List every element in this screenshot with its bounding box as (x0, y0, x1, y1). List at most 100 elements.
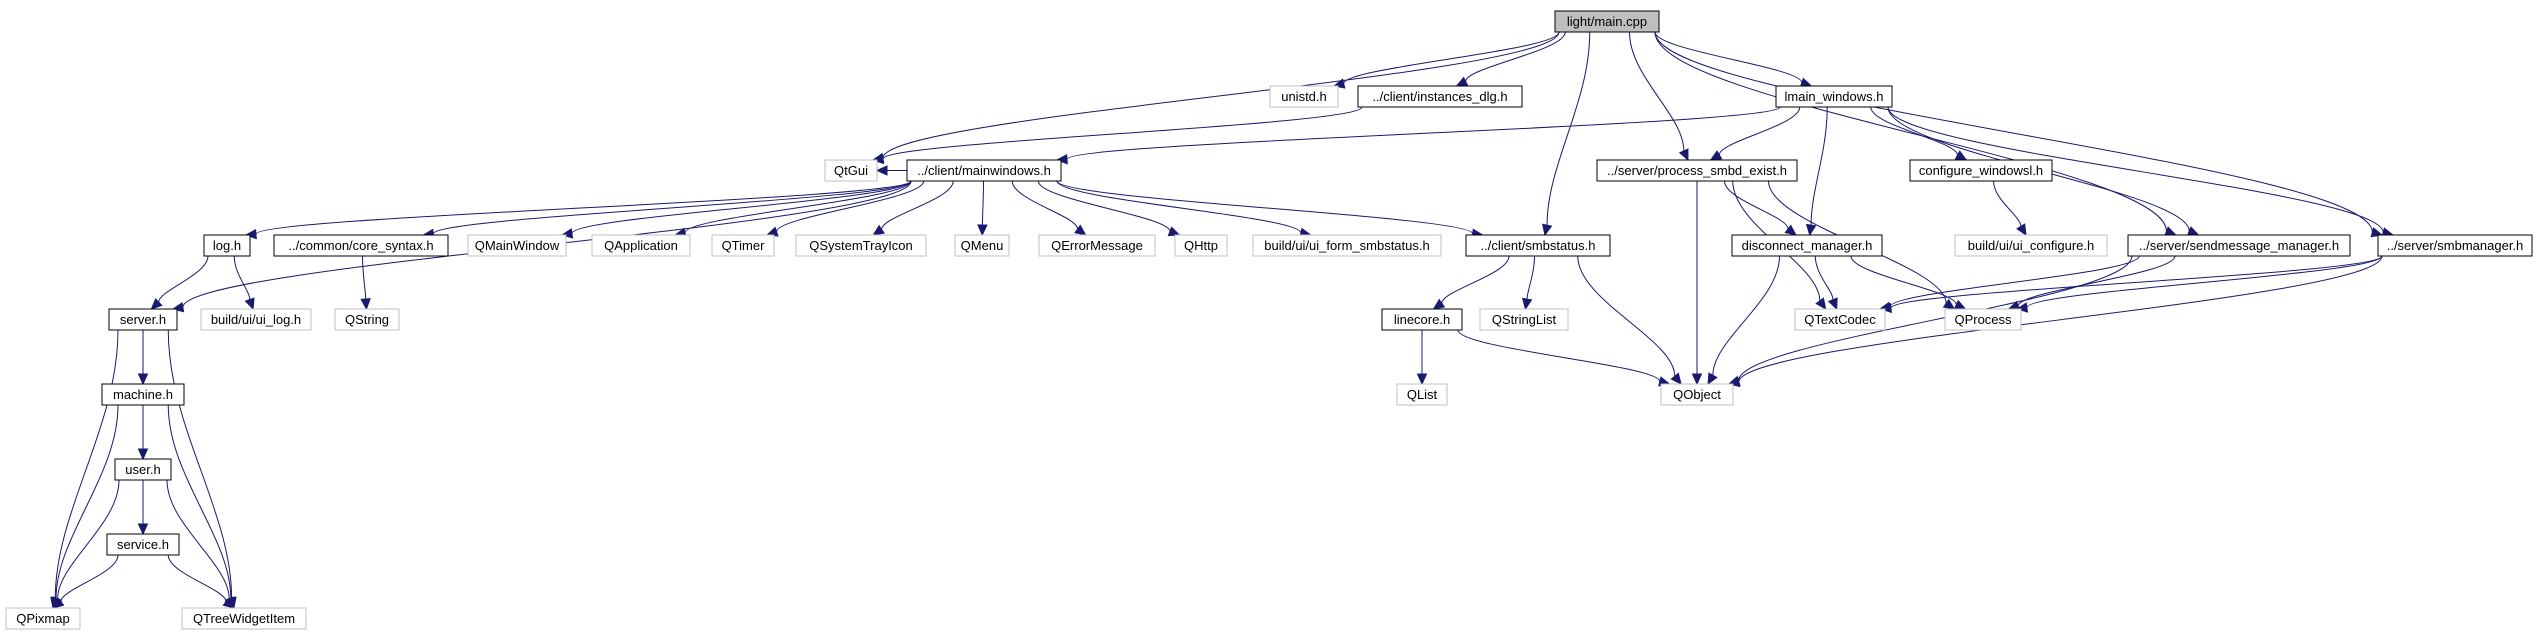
node-label: linecore.h (1394, 312, 1450, 327)
edge-lmain_windows-to-configure_windowsl (1870, 106, 1968, 161)
node-label: ../server/process_smbd_exist.h (1607, 163, 1787, 178)
node-label: disconnect_manager.h (1742, 238, 1873, 253)
edge-instances_dlg-to-qtgui (871, 106, 1363, 165)
node-ui-form-smbstatus[interactable]: build/ui/ui_form_smbstatus.h (1252, 234, 1442, 257)
node-label: server.h (120, 312, 166, 327)
node-qtimer[interactable]: QTimer (711, 234, 775, 257)
edge-log_h-to-ui_log (233, 255, 255, 311)
edge-log_h-to-server_h (150, 255, 209, 310)
node-service-h[interactable]: service.h (106, 533, 180, 556)
node-label: configure_windowsl.h (1919, 163, 2043, 178)
node-ui-log[interactable]: build/ui/ui_log.h (200, 308, 312, 331)
node-label: build/ui/ui_form_smbstatus.h (1264, 238, 1429, 253)
node-label: ../server/smbmanager.h (2387, 238, 2524, 253)
edge-user_h-to-service_h (137, 479, 149, 536)
edge-process_smbd_exist-to-disconnect_manager (1724, 180, 1797, 236)
node-label: QTreeWidgetItem (193, 611, 295, 626)
node-label: QTextCodec (1804, 312, 1876, 327)
edge-client_mainwindows-to-qsystemtrayicon (872, 180, 954, 236)
node-label: QString (345, 312, 389, 327)
node-qtgui[interactable]: QtGui (824, 159, 878, 182)
node-label: QTimer (722, 238, 766, 253)
node-sendmessage-manager[interactable]: ../server/sendmessage_manager.h (2127, 234, 2351, 257)
edge-client_mainwindows-to-qmenu (977, 180, 988, 237)
edge-process_smbd_exist-to-qobject (1691, 181, 1703, 386)
node-unistd[interactable]: unistd.h (1269, 85, 1339, 108)
edge-client_mainwindows-to-core_syntax (422, 180, 912, 240)
node-qerrormessage[interactable]: QErrorMessage (1038, 234, 1156, 257)
node-core-syntax[interactable]: ../common/core_syntax.h (273, 234, 449, 257)
edge-lmain_windows-to-client_mainwindows (1055, 106, 1781, 165)
edge-machine_h-to-qtreewidgetitem (167, 404, 236, 610)
node-label: ../common/core_syntax.h (288, 238, 433, 253)
edge-service_h-to-qpixmap (52, 554, 119, 609)
node-disconnect-manager[interactable]: disconnect_manager.h (1731, 234, 1883, 257)
edge-linecore-to-qlist (1416, 330, 1428, 386)
node-machine-h[interactable]: machine.h (101, 383, 185, 406)
node-user-h[interactable]: user.h (114, 458, 172, 481)
node-qmainwindow[interactable]: QMainWindow (467, 234, 567, 257)
edge-machine_h-to-qpixmap (51, 404, 119, 610)
node-qsystemtrayicon[interactable]: QSystemTrayIcon (795, 234, 927, 257)
node-server-smbmanager[interactable]: ../server/smbmanager.h (2377, 234, 2533, 257)
edge-machine_h-to-user_h (137, 404, 149, 461)
edge-server_h-to-machine_h (137, 329, 149, 386)
node-label: QMainWindow (475, 238, 560, 253)
node-client-mainwindows[interactable]: ../client/mainwindows.h (906, 159, 1062, 182)
node-label: QApplication (604, 238, 678, 253)
node-label: light/main.cpp (1567, 14, 1647, 29)
node-qtreewidgetitem[interactable]: QTreeWidgetItem (181, 607, 307, 630)
node-label: ../client/instances_dlg.h (1372, 89, 1507, 104)
edge-main_cpp-to-instances_dlg (1455, 31, 1566, 87)
node-label: ../client/mainwindows.h (917, 163, 1051, 178)
node-qstringlist[interactable]: QStringList (1479, 308, 1569, 331)
node-label: build/ui/ui_configure.h (1968, 238, 2094, 253)
node-main-cpp[interactable]: light/main.cpp (1554, 10, 1660, 33)
node-label: log.h (213, 238, 241, 253)
edge-client_mainwindows-to-client_smbstatus (1056, 180, 1484, 239)
edge-client_mainwindows-to-qapplication (674, 180, 912, 238)
node-ui-configure[interactable]: build/ui/ui_configure.h (1954, 234, 2108, 257)
node-label: user.h (125, 462, 160, 477)
node-instances-dlg[interactable]: ../client/instances_dlg.h (1357, 85, 1523, 108)
edge-client_smbstatus-to-linecore (1432, 255, 1510, 310)
node-qobject[interactable]: QObject (1660, 383, 1734, 406)
node-server-h[interactable]: server.h (108, 308, 178, 331)
node-label: unistd.h (1281, 89, 1327, 104)
edge-main_cpp-to-unistd (1332, 31, 1560, 89)
node-qstring[interactable]: QString (334, 308, 400, 331)
edge-core_syntax-to-qstring (360, 255, 371, 311)
node-qapplication[interactable]: QApplication (591, 234, 691, 257)
node-process-smbd-exist[interactable]: ../server/process_smbd_exist.h (1596, 159, 1798, 182)
node-label: QStringList (1492, 312, 1557, 327)
edge-main_cpp-to-sendmessage_manager (1654, 31, 2177, 237)
node-label: QtGui (834, 163, 868, 178)
node-label: QObject (1673, 387, 1721, 402)
edge-client_mainwindows-to-qmainwindow (560, 180, 912, 239)
node-label: lmain_windows.h (1785, 89, 1884, 104)
edge-main_cpp-to-process_smbd_exist (1629, 31, 1689, 162)
node-qtextcodec[interactable]: QTextCodec (1794, 308, 1886, 331)
edge-client_mainwindows-to-ui_form_smbstatus (1056, 180, 1312, 238)
edge-client_mainwindows-to-qhttp (1037, 180, 1181, 237)
node-configure-windowsl[interactable]: configure_windowsl.h (1909, 159, 2053, 182)
node-lmain-windows[interactable]: lmain_windows.h (1775, 85, 1893, 108)
node-qmenu[interactable]: QMenu (954, 234, 1010, 257)
edge-lmain_windows-to-disconnect_manager (1805, 106, 1828, 237)
node-label: ../client/smbstatus.h (1481, 238, 1596, 253)
edge-server_smbmanager-to-qtextcodec (1879, 255, 2383, 314)
edge-main_cpp-to-client_smbstatus (1542, 31, 1591, 237)
edge-client_mainwindows-to-qtgui (875, 165, 908, 176)
node-qpixmap[interactable]: QPixmap (5, 607, 81, 630)
node-log-h[interactable]: log.h (203, 234, 251, 257)
node-qlist[interactable]: QList (1396, 383, 1448, 406)
node-qprocess[interactable]: QProcess (1944, 308, 2022, 331)
node-label: machine.h (113, 387, 173, 402)
edge-server_smbmanager-to-qprocess (2015, 255, 2383, 313)
dependency-nodes: light/main.cpp unistd.h ../client/instan… (5, 10, 2533, 630)
node-client-smbstatus[interactable]: ../client/smbstatus.h (1465, 234, 1611, 257)
node-qhttp[interactable]: QHttp (1174, 234, 1228, 257)
edge-service_h-to-qtreewidgetitem (167, 554, 235, 609)
node-linecore[interactable]: linecore.h (1381, 308, 1463, 331)
